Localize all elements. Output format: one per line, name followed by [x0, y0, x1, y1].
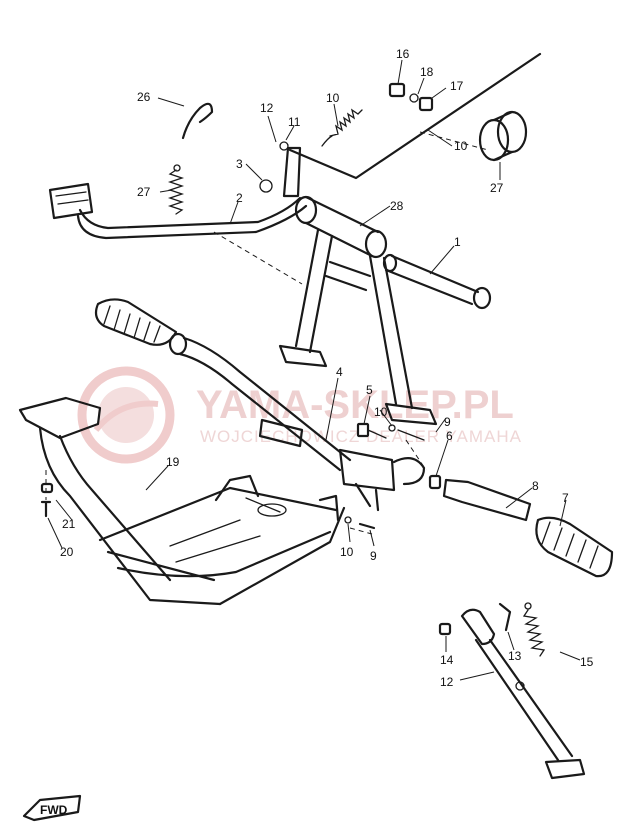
callout-23: 20 [60, 545, 74, 559]
callout-11: 10 [454, 139, 468, 153]
part-7-footrest-rubber [535, 516, 614, 578]
part-9-bolt [358, 522, 376, 530]
watermark-logo-icon [77, 366, 175, 464]
part-12-spring [321, 108, 363, 147]
part-19-nut [388, 82, 406, 98]
callout-10: 10 [374, 405, 388, 419]
callout-22: 19 [166, 455, 180, 469]
callout-1: 1 [454, 235, 461, 249]
leader-lines [47, 59, 581, 681]
callout-14: 12 [260, 101, 274, 115]
callout-27: 27 [490, 181, 504, 195]
part-26-spring [167, 164, 185, 215]
watermark-title: YAMA-SKLEP.PL [196, 383, 514, 427]
callout-17: 14 [440, 653, 454, 667]
part-5-bolt [356, 422, 387, 439]
part-10-washer [388, 424, 396, 432]
part-8-footrest [442, 478, 532, 522]
part-2-brake-pedal [48, 182, 308, 240]
part-16-bolt [498, 602, 512, 632]
part-6-nut [428, 474, 442, 490]
part-23-bolt [40, 500, 52, 518]
part-22-under-guard [18, 396, 346, 606]
part-18-spring [522, 602, 546, 657]
part-27-cover [478, 110, 528, 162]
callout-2: 2 [236, 191, 243, 205]
callout-9: 9 [444, 415, 451, 429]
callout-21: 18 [420, 65, 434, 79]
part-13-pin [279, 141, 289, 151]
part-brake-arm [282, 146, 302, 198]
part-9-bolt [397, 429, 425, 441]
callout-20: 17 [450, 79, 464, 93]
callout-25: 26 [137, 90, 151, 104]
fwd-direction-marker: FWD [22, 794, 82, 822]
callout-7: 7 [562, 491, 569, 505]
assembly-line [213, 231, 303, 285]
callout-5: 5 [366, 383, 373, 397]
part-10-washer [344, 516, 352, 524]
watermark: YAMA-SKLEP.PL WOJCIECHOWICZ DEALER YAMAH… [77, 366, 521, 464]
part-25-clip [181, 102, 214, 140]
callout-13: 11 [288, 115, 301, 129]
part-11-brake-rod [288, 52, 542, 180]
callout-28: 28 [390, 199, 404, 213]
callout-6: 6 [446, 429, 453, 443]
callout-15: 12 [440, 675, 454, 689]
callout-10b: 10 [340, 545, 354, 559]
callout-8: 8 [532, 479, 539, 493]
callout-4: 4 [336, 365, 343, 379]
part-4-footrest-bar [94, 298, 426, 512]
part-15-side-stand [460, 608, 586, 780]
callout-12: 10 [326, 91, 340, 105]
part-24-washer [40, 482, 54, 494]
callout-18: 15 [580, 655, 594, 669]
callout-19: 16 [396, 47, 410, 61]
assembly-line [419, 131, 489, 151]
part-1-shaft [382, 253, 492, 310]
callout-labels: 16 18 17 26 12 11 10 10 3 27 2 28 1 27 4… [60, 47, 594, 689]
part-28-main-stand [278, 195, 438, 426]
part-20-nut [418, 96, 434, 112]
callout-26: 27 [137, 185, 151, 199]
part-21-washer [409, 93, 419, 103]
part-3-clip [259, 179, 273, 193]
callout-16: 13 [508, 649, 522, 663]
callout-9b: 9 [370, 549, 377, 563]
assembly-line [349, 527, 373, 535]
fwd-label: FWD [40, 803, 68, 817]
part-17-nut [438, 622, 452, 636]
callout-24: 21 [62, 517, 76, 531]
callout-3: 3 [236, 157, 243, 171]
